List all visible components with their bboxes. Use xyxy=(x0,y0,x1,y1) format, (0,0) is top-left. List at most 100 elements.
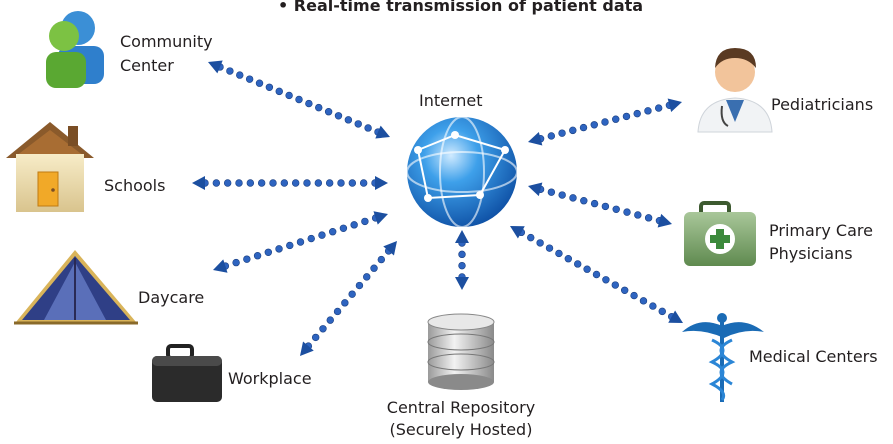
community-center-connector-dot xyxy=(344,116,353,124)
schools-connector-dot xyxy=(257,179,266,187)
daycare-connector-dot xyxy=(275,245,283,253)
primary-care-connector-dot xyxy=(580,197,588,205)
community-center-label-line2: Center xyxy=(120,56,174,75)
medical-centers-connector-dot xyxy=(574,260,582,268)
pediatricians-connector-dot xyxy=(579,123,588,132)
community-center-connector-dot xyxy=(334,112,343,120)
workplace-connector-dot xyxy=(311,333,320,342)
community-center-connector-dot xyxy=(245,75,254,83)
community-center-connector-dot xyxy=(236,71,244,79)
community-center-connector-dot xyxy=(305,99,313,108)
primary-care-connector-dot xyxy=(547,188,556,196)
primary-care-connector-dot xyxy=(644,214,653,222)
pediatricians-connector-dot xyxy=(569,126,577,135)
community-center-label-line1: Community xyxy=(120,32,213,51)
daycare-connector-dot xyxy=(361,217,369,226)
primary-care-connector-dot xyxy=(623,208,631,216)
pediatricians-connector-dot xyxy=(590,121,598,129)
schools-connector-dot xyxy=(235,179,243,187)
doctor-icon xyxy=(697,48,773,133)
header-bullet: • Real-time transmission of patient data xyxy=(278,0,644,15)
community-center-connector-dot xyxy=(265,83,274,91)
medical-centers-connector-dot xyxy=(602,276,610,284)
community-center-icon xyxy=(46,11,104,88)
schools-connector-dot xyxy=(337,179,345,187)
tent-icon xyxy=(14,250,138,325)
daycare-connector-dot xyxy=(339,224,348,232)
community-center-connector-dot xyxy=(364,124,372,132)
globe-icon xyxy=(406,116,518,228)
daycare-connector-dot xyxy=(296,238,305,246)
repository-label-line1: Central Repository xyxy=(386,398,536,417)
medical-centers-label: Medical Centers xyxy=(749,347,878,366)
pediatricians-connector-dot xyxy=(622,112,631,121)
pediatricians-connector-dot xyxy=(547,132,556,140)
medical-centers-connector-dot xyxy=(611,281,619,289)
medical-centers-connector-dot xyxy=(639,297,648,305)
community-center-arrowhead-node xyxy=(208,60,223,74)
daycare-connector-dot xyxy=(286,241,294,250)
workplace-arrowhead-hub xyxy=(383,241,397,256)
workplace-connector-dot xyxy=(333,307,342,316)
workplace-arrowhead-node xyxy=(300,341,314,356)
primary-care-arrowhead-node xyxy=(528,182,543,197)
pediatricians-connector-dot xyxy=(558,129,566,137)
medical-centers-connector-dot xyxy=(649,302,657,310)
schools-connector-dot xyxy=(359,179,368,187)
schools-label: Schools xyxy=(104,176,166,195)
schools-connector-dot xyxy=(348,179,357,187)
community-center-connector-dot xyxy=(295,95,303,104)
community-center-connector-dot xyxy=(285,91,293,100)
workplace-connector-dot xyxy=(363,273,371,281)
daycare-connector-dot xyxy=(253,252,262,260)
schools-arrowhead-node xyxy=(192,176,205,190)
medical-centers-connector-dot xyxy=(536,239,544,247)
pediatricians-connector-dot xyxy=(644,107,652,115)
daycare-arrowhead-node xyxy=(213,259,228,273)
workplace-connector-dot xyxy=(355,281,364,290)
pediatricians-connector-dot xyxy=(654,104,663,112)
pediatricians-connector-dot xyxy=(601,118,609,126)
community-center-connector-dot xyxy=(354,120,362,128)
primary-care-connector-dot xyxy=(569,194,577,202)
community-center-connector-dot xyxy=(275,87,283,96)
medical-centers-connector-dot xyxy=(564,254,573,263)
primary-care-connector-dot xyxy=(558,191,566,199)
repository-label-line2: (Securely Hosted) xyxy=(389,420,533,439)
community-center-connector-dot xyxy=(324,108,333,116)
workplace-label: Workplace xyxy=(228,369,312,388)
pediatricians-arrowhead-hub xyxy=(667,98,682,113)
schools-connector-dot xyxy=(291,179,300,187)
primary-care-label-line2: Physicians xyxy=(769,244,853,263)
medical-centers-connector-dot xyxy=(545,244,554,252)
medical-centers-connector-dot xyxy=(527,233,535,242)
daycare-connector-dot xyxy=(232,258,240,267)
daycare-connector-dot xyxy=(328,227,337,236)
medical-centers-connector-dot xyxy=(630,291,638,300)
repository-connector-dot xyxy=(458,250,466,259)
pediatricians-arrowhead-node xyxy=(528,131,543,146)
schools-connector-dot xyxy=(269,179,277,187)
workplace-connector-dot xyxy=(370,264,378,272)
daycare-connector-dot xyxy=(264,248,273,257)
repository-connector-dot xyxy=(458,261,466,270)
workplace-connector-dot xyxy=(326,316,334,324)
house-icon xyxy=(6,122,94,212)
medical-centers-connector-dot xyxy=(592,270,601,279)
primary-care-connector-dot xyxy=(601,202,610,211)
medical-centers-connector-dot xyxy=(620,286,629,295)
daycare-arrowhead-hub xyxy=(373,211,388,225)
community-center-connector-dot xyxy=(226,67,234,75)
connectors xyxy=(192,60,683,356)
medical-centers-connector-dot xyxy=(555,249,563,258)
hub-label: Internet xyxy=(419,91,483,110)
primary-care-connector-dot xyxy=(590,199,599,208)
schools-connector-dot xyxy=(303,179,311,187)
daycare-connector-dot xyxy=(318,231,326,239)
community-center-connector-dot xyxy=(315,103,323,112)
schools-connector-dot xyxy=(246,179,255,187)
daycare-connector-dot xyxy=(307,234,315,243)
caduceus-icon xyxy=(682,313,764,402)
